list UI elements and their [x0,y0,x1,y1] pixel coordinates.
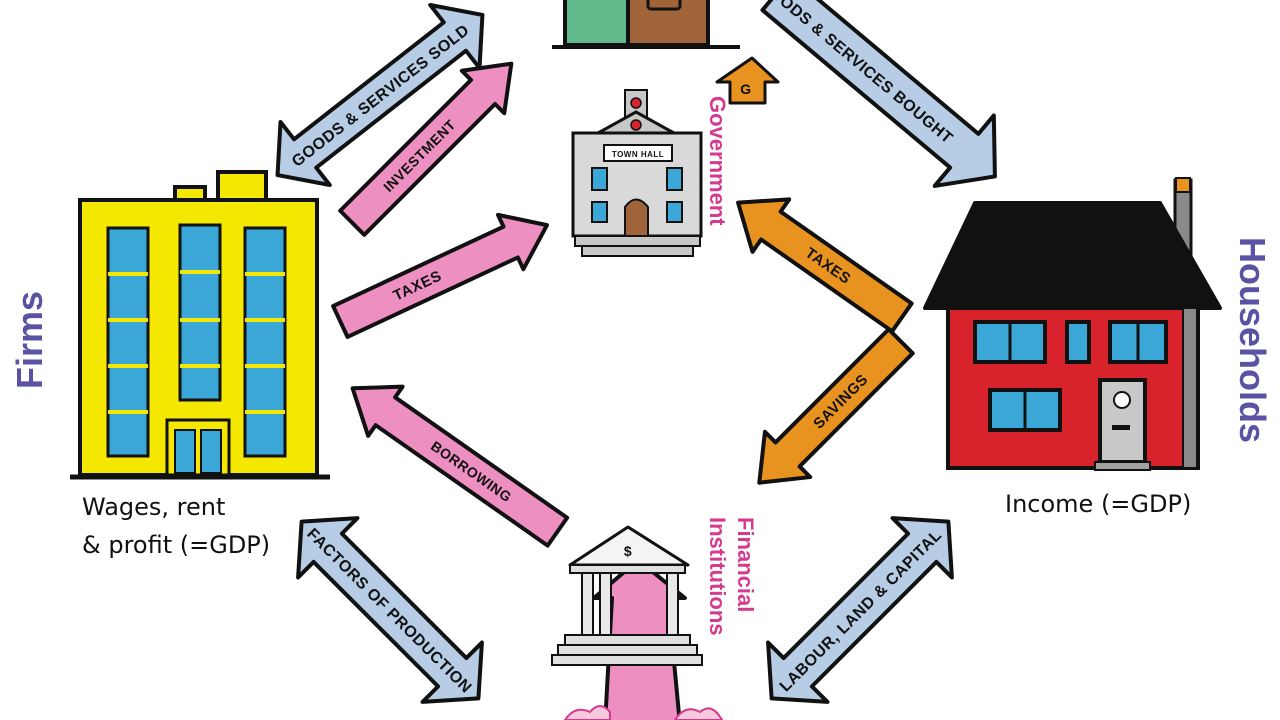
firms-label: Firms [9,291,50,389]
households-income: Income (=GDP) [1005,490,1191,518]
government-g-tag: G [740,81,751,97]
bank-dollar-sign: $ [624,543,632,559]
firms-income-line2: & profit (=GDP) [82,531,270,559]
arrow-labour-land-capital: LABOUR, LAND & CAPITAL [766,516,954,704]
arrow-household-taxes: TAXES [736,197,914,334]
arrow-borrowing: BORROWING [350,384,570,548]
bank-building: $ [551,525,724,720]
label-factors-of-production: FACTORS OF PRODUCTION [303,525,474,696]
arrow-savings: SAVINGS [757,327,915,485]
arrow-factors-of-production: FACTORS OF PRODUCTION [296,516,484,704]
government-label: Government [705,96,730,226]
market-building [552,0,740,49]
firms-building [70,170,330,480]
household-house [923,177,1222,471]
arrow-firm-taxes: TAXES [331,212,549,339]
town-hall-building: TOWN HALL [571,89,703,257]
label-labour-land-capital: LABOUR, LAND & CAPITAL [777,527,946,696]
arrow-goods-bought: GOODS & SERVICES BOUGHT [756,0,997,188]
firms-income-line1: Wages, rent [82,493,225,521]
house-door [1098,378,1147,464]
financial-label-line1: Financial [733,517,758,612]
firm-windows [106,223,287,458]
financial-label-line2: Institutions [705,517,730,636]
arrow-government-g: G [715,56,780,105]
label-investment: INVESTMENT [380,116,459,195]
town-hall-sign: TOWN HALL [612,150,664,159]
households-label: Households [1232,237,1273,443]
